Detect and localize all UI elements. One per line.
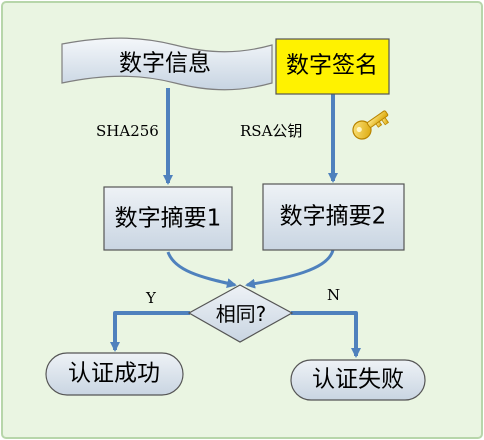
node-verify-success-shape [45, 352, 184, 396]
edge-decision-yes [110, 311, 190, 352]
node-verify-fail-label: 认证失败 [312, 366, 404, 393]
node-verify-success-label: 认证成功 [68, 360, 160, 387]
key-icon [352, 110, 390, 140]
node-decision-label: 相同? [215, 302, 267, 326]
edge-digest1-to-decision [166, 251, 237, 289]
node-digital-signature-shape [275, 38, 390, 95]
node-digital-info-shape [61, 37, 273, 91]
node-digest2-shape [262, 183, 405, 251]
edge-no-label: N [327, 286, 341, 304]
node-digest1-shape [103, 186, 233, 251]
edge-digest2-to-decision [245, 249, 335, 289]
node-verify-fail-shape [290, 359, 426, 401]
node-decision-shape [187, 284, 294, 343]
edge-rsa-label: RSA公钥 [240, 122, 303, 140]
node-digital-signature-label: 数字签名 [286, 52, 378, 79]
edge-hash-label: SHA256 [96, 122, 159, 140]
node-digest1-label: 数字摘要1 [114, 205, 222, 232]
edge-decision-no [291, 311, 361, 358]
edge-yes-label: Y [146, 289, 156, 307]
node-digest2-label: 数字摘要2 [279, 203, 387, 230]
node-digital-info-label: 数字信息 [119, 50, 211, 77]
